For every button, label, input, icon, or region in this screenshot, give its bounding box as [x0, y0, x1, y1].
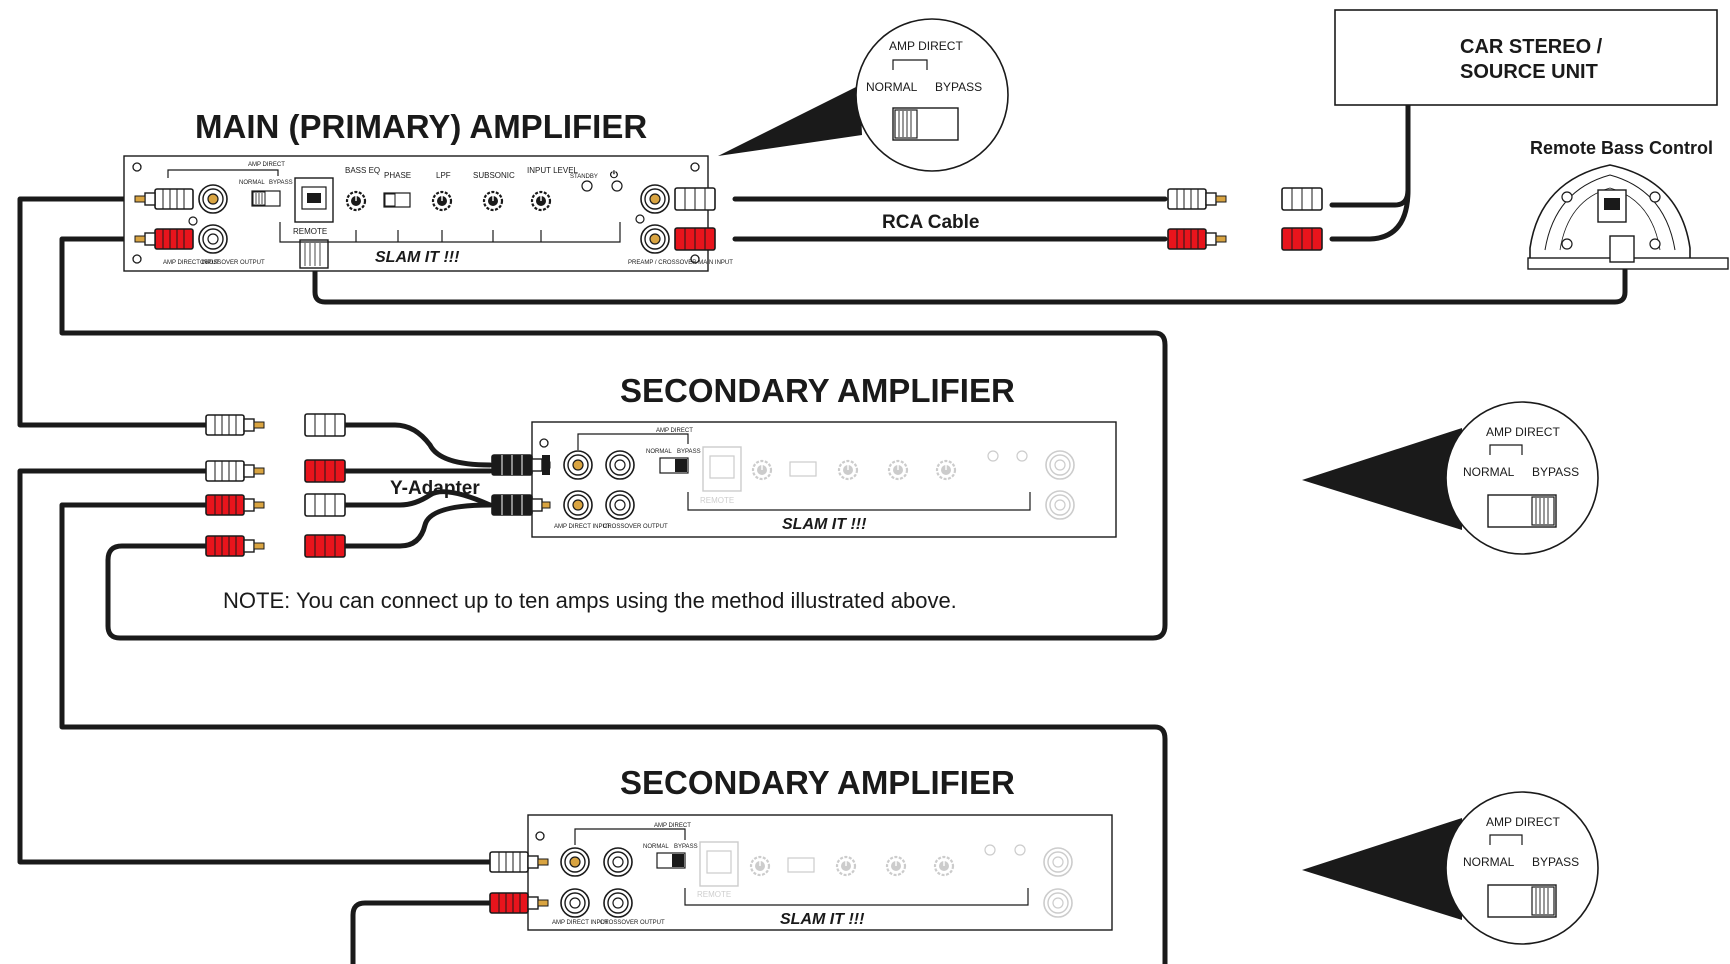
callout-top-bypass: BYPASS: [935, 80, 982, 94]
callout-top: AMP DIRECT NORMAL BYPASS: [718, 18, 1009, 172]
main-amp-title: MAIN (PRIMARY) AMPLIFIER: [195, 108, 647, 145]
sec2-faded-controls: REMOTE: [697, 841, 1073, 918]
svg-text:REMOTE: REMOTE: [700, 496, 734, 505]
main-bass-eq-label: BASS EQ: [345, 166, 380, 175]
sec1-faded-controls: REMOTE: [700, 446, 1075, 520]
callout-top-amp-direct: AMP DIRECT: [889, 39, 963, 53]
main-preamp-input-label: PREAMP / CROSSOVER MAIN INPUT: [628, 260, 733, 266]
y-adapter-label: Y-Adapter: [390, 478, 480, 499]
y-adapter-leg-3: [342, 489, 493, 508]
main-subsonic-label: SUBSONIC: [473, 171, 515, 180]
sec2-amp-direct-label: AMP DIRECT: [654, 823, 691, 829]
sec1-amp-direct-input-label: AMP DIRECT INPUT: [554, 524, 611, 530]
callout-bottom-normal: NORMAL: [1463, 855, 1515, 869]
cable-main-red-to-second-loop: [59, 236, 1168, 641]
callout-middle-normal: NORMAL: [1463, 465, 1515, 479]
sec1-bypass-label: BYPASS: [677, 449, 701, 455]
main-remote-port[interactable]: [294, 177, 334, 223]
main-normal-label: NORMAL: [239, 180, 265, 186]
callout-bottom-amp-direct: AMP DIRECT: [1486, 815, 1560, 829]
remote-bass-title: Remote Bass Control: [1530, 138, 1713, 158]
sec1-crossover-output-label: CROSSOVER OUTPUT: [603, 524, 668, 530]
source-unit-line1: CAR STEREO /: [1460, 36, 1603, 58]
sec2-crossover-output-label: CROSSOVER OUTPUT: [600, 920, 665, 926]
sec1-normal-label: NORMAL: [646, 449, 672, 455]
svg-text:REMOTE: REMOTE: [697, 890, 731, 899]
y-adapter-leg-4: [342, 502, 493, 549]
callout-middle-bypass: BYPASS: [1532, 465, 1579, 479]
cable-bottom-red-down: [350, 900, 493, 964]
main-input-level-label: INPUT LEVEL: [527, 166, 579, 175]
source-unit-line2: SOURCE UNIT: [1460, 61, 1598, 83]
cables: [17, 102, 1628, 964]
rca-cable-plugs: RCA Cable: [882, 187, 1323, 251]
sec2-slam-text: SLAM IT !!!: [780, 911, 865, 928]
secondary-amp-1-panel: [531, 421, 1117, 538]
secondary-amplifier-2: SECONDARY AMPLIFIER AMP DIRECT NORMAL BY…: [489, 764, 1113, 931]
main-phase-label: PHASE: [384, 171, 411, 180]
sec2-bypass-label: BYPASS: [674, 844, 698, 850]
note-text: NOTE: You can connect up to ten amps usi…: [223, 588, 957, 613]
main-standby-label: STANDBY: [570, 174, 598, 180]
sec1-amp-direct-label: AMP DIRECT: [656, 428, 693, 434]
secondary-amp-1-title: SECONDARY AMPLIFIER: [620, 372, 1015, 409]
rca-cable-label: RCA Cable: [882, 212, 979, 233]
source-cable-red: [1329, 187, 1411, 242]
main-amp-direct-input-label: AMP DIRECT INPUT: [163, 260, 220, 266]
main-remote-label: REMOTE: [293, 227, 327, 236]
callout-bottom-bypass: BYPASS: [1532, 855, 1579, 869]
callout-bottom: AMP DIRECT NORMAL BYPASS: [1302, 791, 1599, 945]
callout-top-normal: NORMAL: [866, 80, 918, 94]
source-unit: CAR STEREO / SOURCE UNIT: [1334, 9, 1718, 106]
y-adapter-group: Y-Adapter: [205, 413, 480, 558]
cable-second-white-to-bottom: [17, 468, 493, 865]
cable-main-white-to-left: [17, 196, 208, 428]
main-power-icon: ⏻: [610, 169, 618, 181]
sec2-normal-label: NORMAL: [643, 844, 669, 850]
remote-cable: [312, 264, 1628, 305]
source-cable: [1329, 102, 1411, 208]
main-bypass-label: BYPASS: [269, 180, 293, 186]
main-slam-text: SLAM IT !!!: [375, 249, 460, 266]
y-adapter-leg-1: [342, 422, 493, 468]
sec1-slam-text: SLAM IT !!!: [782, 516, 867, 533]
secondary-amplifier-1: SECONDARY AMPLIFIER AMP DIRECT NORMAL BY…: [491, 372, 1117, 538]
cable-left-to-second-lower: [59, 502, 1168, 964]
remote-bass-control: Remote Bass Control: [1527, 138, 1729, 270]
sec2-amp-direct-input-label: AMP DIRECT INPUT: [552, 920, 609, 926]
callout-middle: AMP DIRECT NORMAL BYPASS: [1302, 401, 1599, 555]
main-crossover-output-label: CROSSOVER OUTPUT: [200, 260, 265, 266]
main-amp-panel: [123, 155, 709, 272]
main-amp-direct-label: AMP DIRECT: [248, 162, 285, 168]
secondary-amp-2-title: SECONDARY AMPLIFIER: [620, 764, 1015, 801]
main-lpf-label: LPF: [436, 171, 451, 180]
main-amplifier: MAIN (PRIMARY) AMPLIFIER AMP DIRECT NORM…: [123, 108, 733, 272]
callout-middle-amp-direct: AMP DIRECT: [1486, 425, 1560, 439]
source-unit-box: [1334, 9, 1718, 106]
